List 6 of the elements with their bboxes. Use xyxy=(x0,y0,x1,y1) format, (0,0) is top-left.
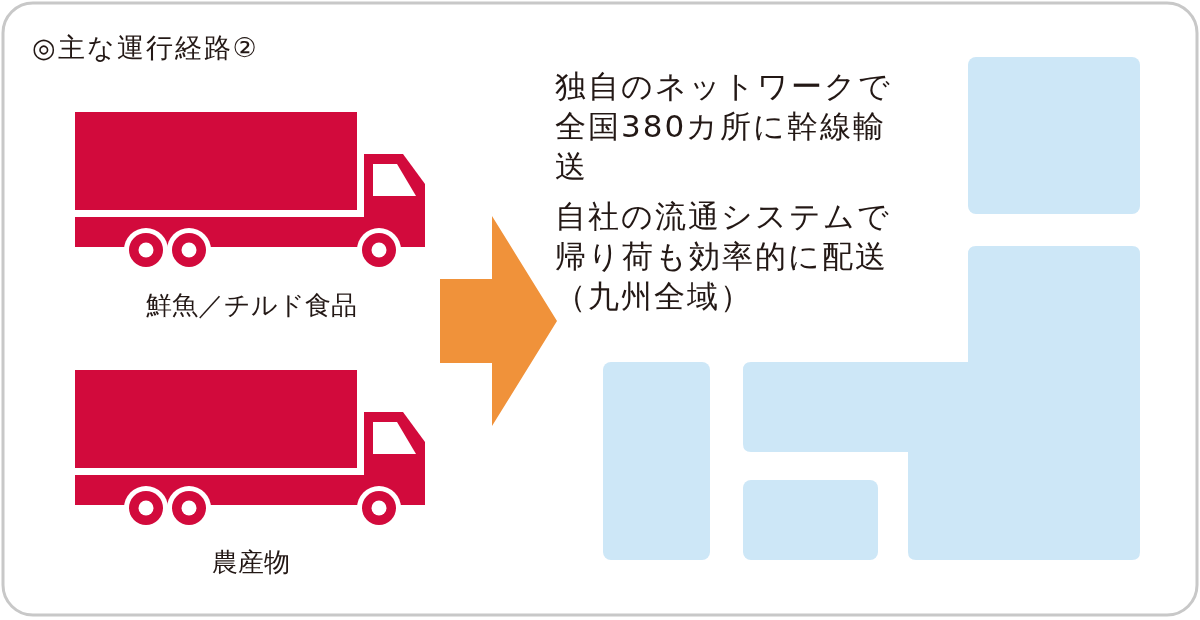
truck-label: 鮮魚／チルド食品 xyxy=(145,289,357,322)
truck-label: 農産物 xyxy=(212,546,290,579)
description-text: 独自のネットワークで全国380カ所に幹線輸送 xyxy=(555,67,893,186)
title: ◎主な運行経路② xyxy=(32,31,259,65)
description-text: 自社の流通システムで帰り荷も効率的に配送（九州全域） xyxy=(555,197,892,316)
block-arrow xyxy=(440,216,557,426)
